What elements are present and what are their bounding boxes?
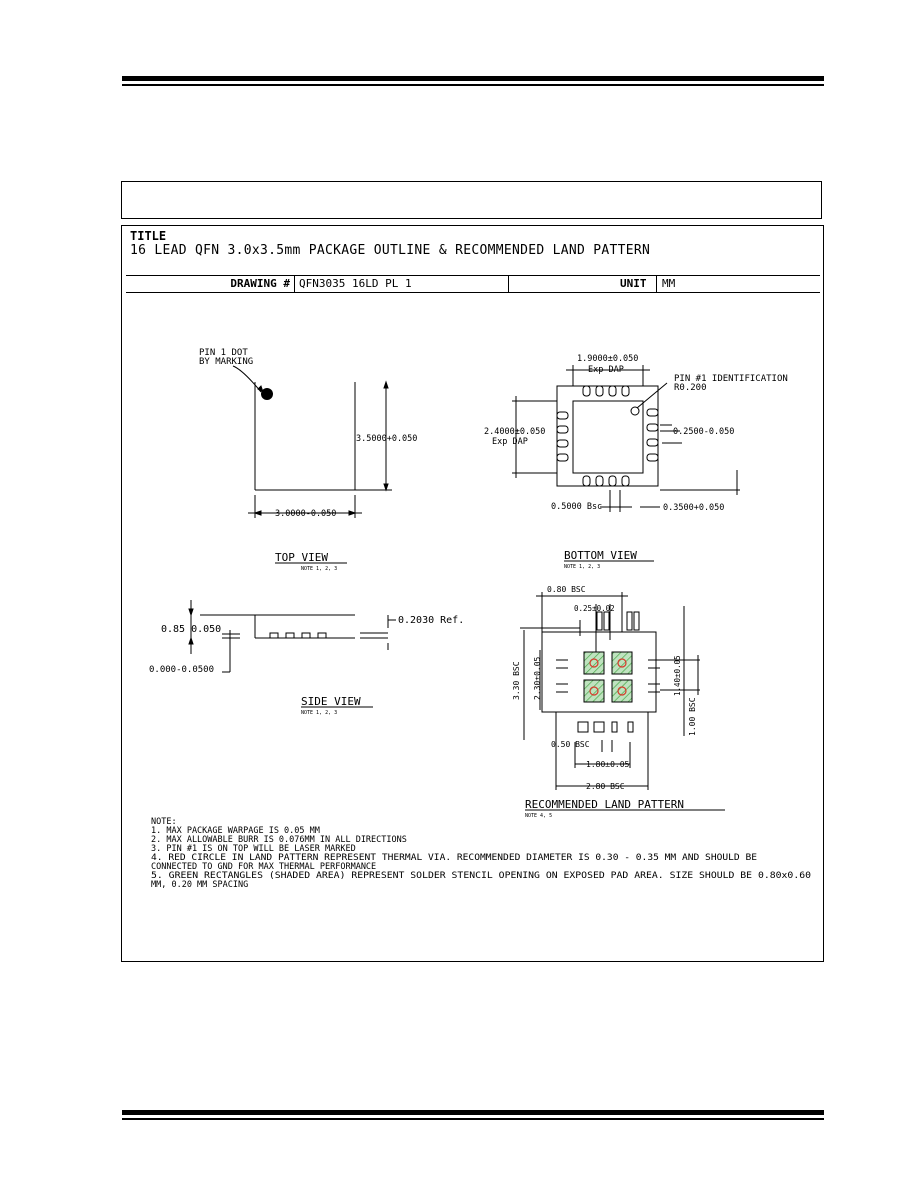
- dap-width-dim-1: 1.9000±0.050: [577, 354, 638, 364]
- pin1-dot: [261, 388, 273, 400]
- land-pattern: [520, 592, 700, 790]
- pin1-dot-label-2: BY MARKING: [199, 357, 253, 367]
- top-view-height-dim: 3.5000+0.050: [356, 434, 417, 444]
- drawing-frame: [121, 225, 824, 962]
- note-1: 1. MAX PACKAGE WARPAGE IS 0.05 MM: [151, 826, 320, 836]
- top-view: [232, 365, 392, 518]
- lp-dim-330: 3.30 BSC: [512, 661, 521, 700]
- top-view-note: NOTE 1, 2, 3: [301, 566, 337, 572]
- pin1-dot-label-1: PIN 1 DOT: [199, 348, 248, 358]
- drawing-number: QFN3035 16LD PL 1: [299, 277, 412, 290]
- drawing-number-label: DRAWING #: [230, 277, 290, 290]
- note-4b: CONNECTED TO GND FOR MAX THERMAL PERFORM…: [151, 862, 376, 872]
- dap-height-dim-2: Exp DAP: [492, 437, 528, 447]
- title-block-table: DRAWING # QFN3035 16LD PL 1 UNIT MM: [126, 275, 820, 293]
- stencil-openings: [583, 651, 633, 703]
- thermal-via: [617, 686, 627, 696]
- stencil-opening: [611, 679, 633, 703]
- side-view-note: NOTE 1, 2, 3: [301, 710, 337, 716]
- lp-dim-140: 1.40±0.05: [673, 655, 682, 696]
- lp-dim-050: 0.50 BSC: [551, 740, 590, 749]
- note-2: 2. MAX ALLOWABLE BURR IS 0.076MM IN ALL …: [151, 835, 407, 845]
- lp-dim-100: 1.00 BSC: [688, 697, 697, 736]
- caption-box: [121, 181, 822, 219]
- bottom-view-title: BOTTOM VIEW: [564, 549, 637, 562]
- side-ref-dim: 0.2030 Ref.: [398, 615, 464, 626]
- drawing-title: 16 LEAD QFN 3.0x3.5mm PACKAGE OUTLINE & …: [130, 243, 651, 258]
- pin1-id-label: PIN #1 IDENTIFICATION: [674, 374, 788, 384]
- stencil-opening: [583, 651, 605, 675]
- stencil-opening: [611, 651, 633, 675]
- footer-rule-thick: [122, 1110, 824, 1115]
- table-divider: [294, 276, 295, 292]
- notes-heading: NOTE:: [151, 817, 177, 827]
- lp-dim-025: 0.25±0.02: [574, 604, 615, 613]
- lp-dim-230: 2.30±0.05: [533, 656, 542, 700]
- bottom-view: [512, 365, 740, 512]
- stencil-opening: [583, 679, 605, 703]
- top-view-width-dim: 3.0000-0.050: [275, 509, 336, 519]
- side-standoff-dim: 0.000-0.0500: [149, 665, 214, 675]
- side-view: [188, 600, 396, 673]
- thermal-via: [589, 686, 599, 696]
- header-rule-thick: [122, 76, 824, 81]
- header-rule-thin: [122, 84, 824, 86]
- lp-dim-180: 1.80±0.05: [586, 760, 630, 769]
- note-4a: 4. RED CIRCLE IN LAND PATTERN REPRESENT …: [151, 853, 757, 863]
- note-3: 3. PIN #1 IS ON TOP WILL BE LASER MARKED: [151, 844, 356, 854]
- land-pattern-note: NOTE 4, 5: [525, 813, 552, 819]
- title-label: TITLE: [130, 229, 167, 243]
- thermal-via: [589, 658, 599, 668]
- note-5b: MM, 0.20 MM SPACING: [151, 880, 248, 890]
- pitch-dim: 0.5000 Bsc: [551, 502, 602, 512]
- unit-value: MM: [662, 277, 676, 290]
- side-height-dim: 0.85 0.050: [161, 624, 221, 635]
- lp-dim-280: 2.80 BSC: [586, 782, 625, 791]
- thermal-vias: [589, 658, 627, 696]
- unit-label: UNIT: [620, 277, 647, 290]
- top-view-title: TOP VIEW: [275, 551, 328, 564]
- lp-dim-080: 0.80 BSC: [547, 585, 586, 594]
- note-5a: 5. GREEN RECTANGLES (SHADED AREA) REPRES…: [151, 871, 811, 881]
- footer-rule-thin: [122, 1118, 824, 1120]
- pin1-radius-label: R0.200: [674, 383, 707, 393]
- dap-width-dim-2: Exp DAP: [588, 365, 624, 375]
- table-divider: [508, 276, 509, 292]
- lead-width-dim: 0.2500-0.050: [673, 427, 734, 437]
- lead-length-dim: 0.3500+0.050: [663, 503, 724, 513]
- land-pattern-title: RECOMMENDED LAND PATTERN: [525, 798, 684, 811]
- dap-height-dim-1: 2.4000±0.050: [484, 427, 545, 437]
- bottom-view-note: NOTE 1, 2, 3: [564, 564, 600, 570]
- table-divider: [656, 276, 657, 292]
- thermal-via: [617, 658, 627, 668]
- side-view-title: SIDE VIEW: [301, 695, 361, 708]
